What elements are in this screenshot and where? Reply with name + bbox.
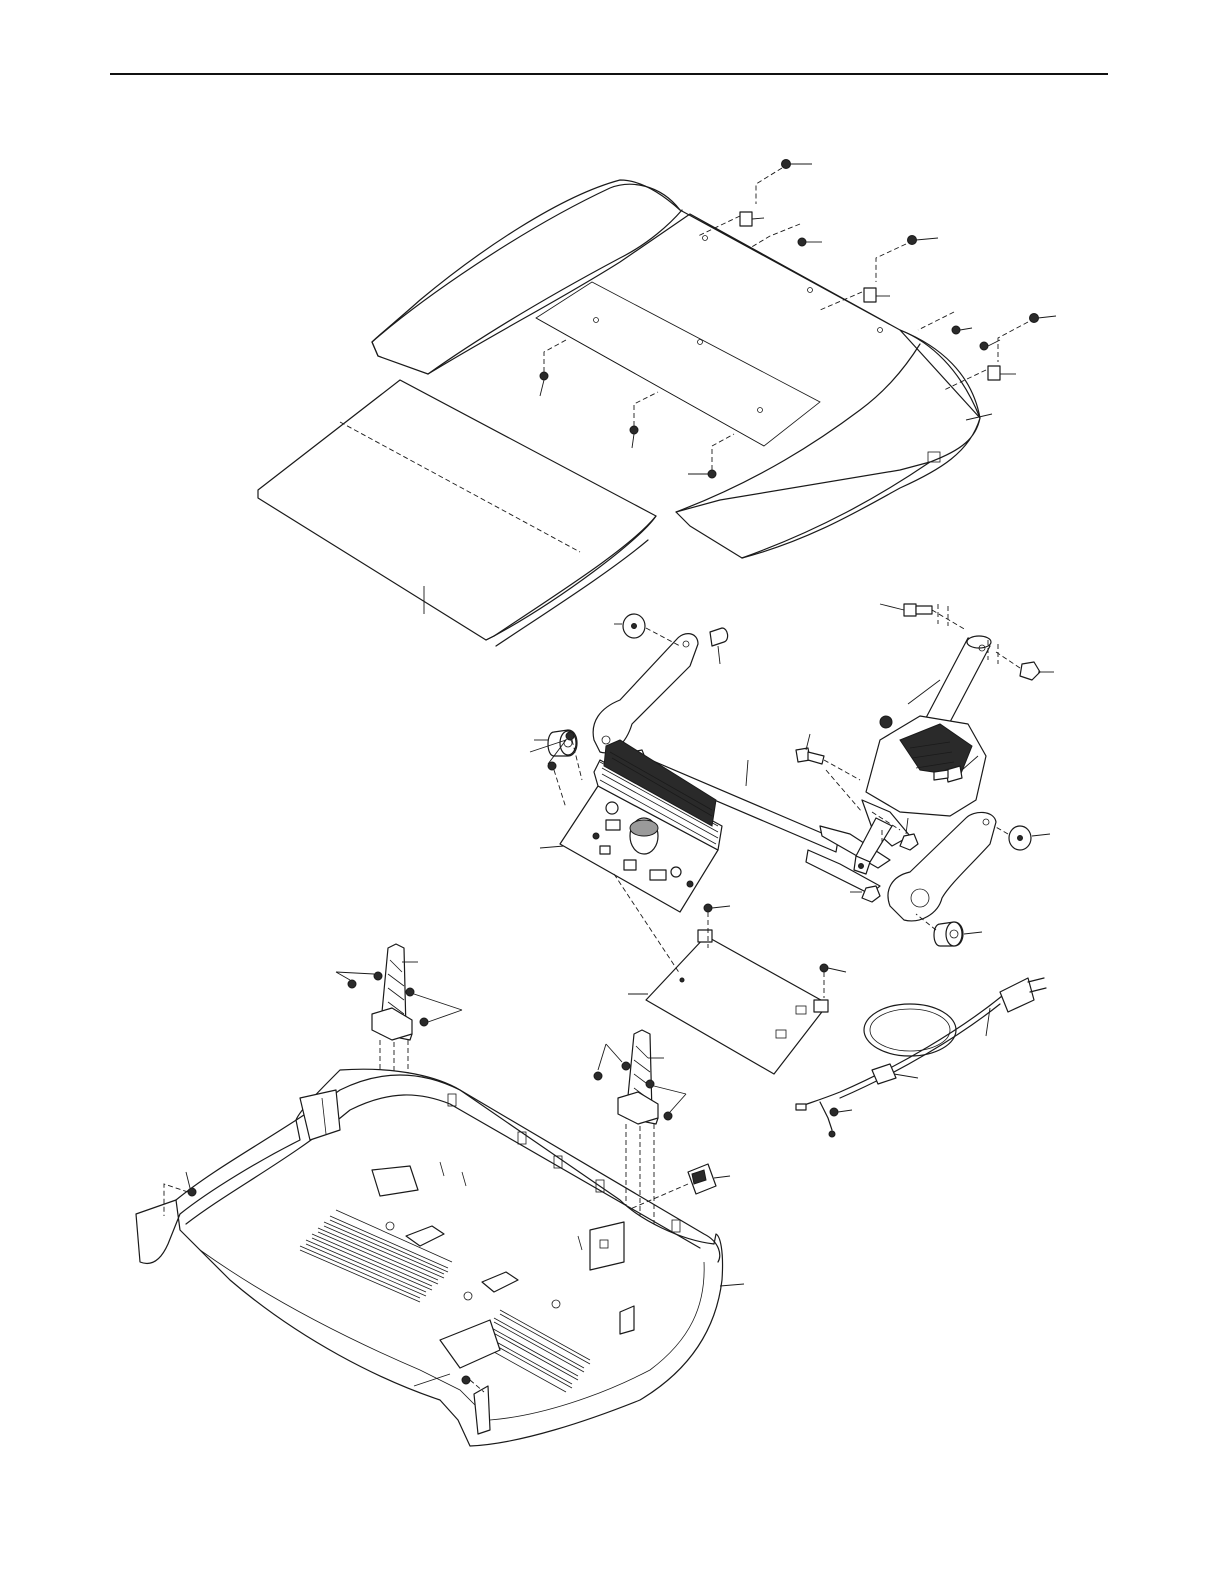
hood-screw (630, 392, 658, 448)
hood-screw (918, 312, 972, 334)
power-cord-clip (872, 1064, 918, 1084)
motor-bolt (796, 734, 862, 812)
roller (916, 914, 982, 946)
hood-screw (750, 224, 822, 248)
hood-lower-panel (258, 380, 656, 646)
pivot-bushing (710, 628, 728, 664)
hood-screw (876, 236, 938, 283)
cover-screw (830, 1108, 852, 1116)
controller-board (540, 740, 722, 912)
cover-screw (820, 964, 846, 998)
hood-screw (756, 160, 812, 205)
upright-bracket-right (618, 1030, 664, 1124)
hood-screw (540, 340, 566, 396)
hood-screw (998, 314, 1056, 363)
pivot-washer (994, 826, 1050, 850)
pivot-washer (614, 614, 680, 646)
motor-nut (996, 652, 1054, 680)
rocker-switch (628, 1164, 730, 1210)
hood-screw (980, 340, 1000, 350)
base-shroud (136, 1069, 744, 1446)
hood-screw (688, 434, 734, 478)
